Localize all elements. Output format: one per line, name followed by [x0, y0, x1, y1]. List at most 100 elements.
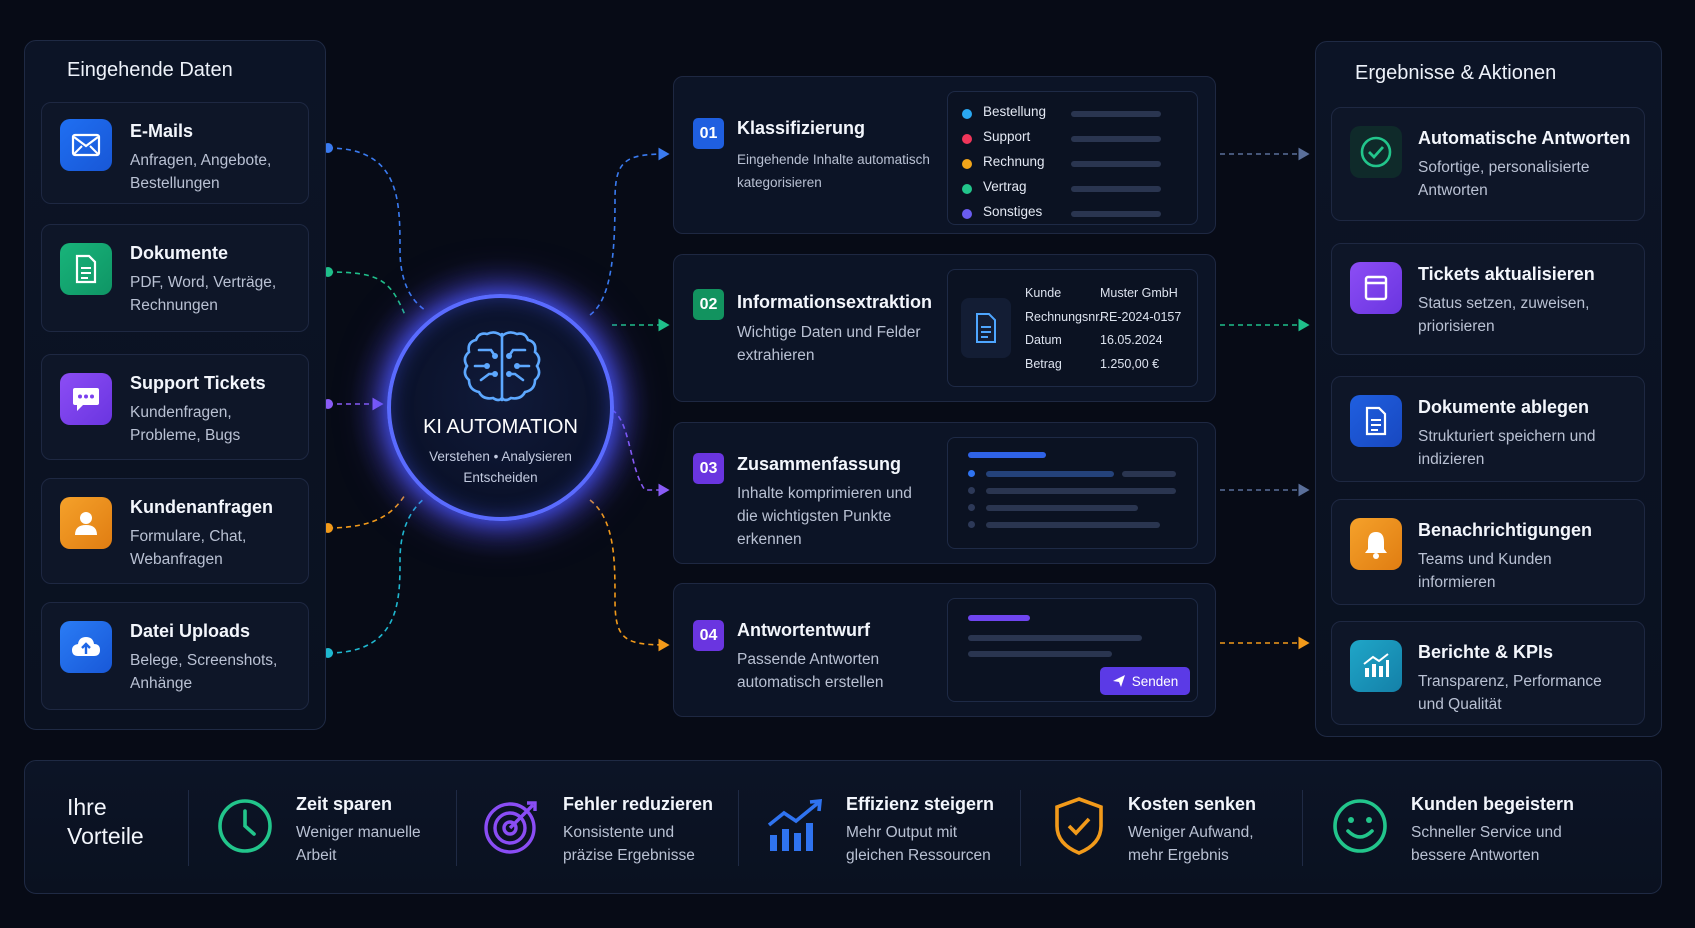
result-card-reports-kpis[interactable]: Berichte & KPIs Transparenz, Performance…: [1331, 621, 1645, 725]
step-number: 02: [693, 289, 724, 320]
brain-icon: [457, 326, 547, 406]
benefit-title: Fehler reduzieren: [563, 794, 714, 814]
benefit-title: Effizienz steigern: [846, 794, 995, 814]
step-card-summary[interactable]: 03 Zusammenfassung Inhalte komprimieren …: [673, 422, 1216, 564]
chart-icon: [1350, 640, 1402, 692]
divider: [738, 790, 739, 866]
field-value: RE-2024-0157: [1100, 310, 1182, 324]
placeholder-bar: [1071, 161, 1161, 167]
reply-preview: Senden: [947, 598, 1198, 702]
category-dot: [962, 209, 972, 219]
input-desc: Formulare, Chat,Webanfragen: [130, 528, 247, 568]
divider: [1302, 790, 1303, 866]
input-desc: Belege, Screenshots,Anhänge: [130, 652, 278, 692]
input-title: Datei Uploads: [130, 621, 251, 641]
field-key: Rechnungsnr.: [1025, 310, 1103, 324]
result-title: Automatische Antworten: [1418, 128, 1631, 148]
reply-line-bar: [968, 651, 1112, 657]
document-icon: [961, 298, 1011, 358]
placeholder-bar: [1071, 111, 1161, 117]
placeholder-bar: [1071, 186, 1161, 192]
summary-line-bar: [1122, 471, 1176, 477]
summary-heading-bar: [968, 452, 1046, 458]
step-number: 04: [693, 620, 724, 651]
step-number: 03: [693, 453, 724, 484]
input-title: Dokumente: [130, 243, 229, 263]
input-card-file-uploads[interactable]: Datei Uploads Belege, Screenshots,Anhäng…: [41, 602, 309, 710]
send-button[interactable]: Senden: [1100, 667, 1190, 695]
step-title: Klassifizierung: [737, 118, 866, 138]
summary-preview: [947, 437, 1198, 549]
check-circle-icon: [1350, 126, 1402, 178]
bell-icon: [1350, 518, 1402, 570]
step-card-extraction[interactable]: 02 Informationsextraktion Wichtige Daten…: [673, 254, 1216, 402]
field-value: 1.250,00 €: [1100, 357, 1160, 371]
benefit-desc: Weniger Aufwand,mehr Ergebnis: [1128, 824, 1254, 864]
category-dot: [962, 184, 972, 194]
step-title: Zusammenfassung: [737, 454, 902, 474]
input-card-documents[interactable]: Dokumente PDF, Word, Verträge,Rechnungen: [41, 224, 309, 332]
document-icon: [1350, 395, 1402, 447]
input-card-support-tickets[interactable]: Support Tickets Kundenfragen,Probleme, B…: [41, 354, 309, 460]
ticket-icon: [1350, 262, 1402, 314]
result-title: Berichte & KPIs: [1418, 642, 1554, 662]
mail-icon: [60, 119, 112, 171]
result-desc: Status setzen, zuweisen,priorisieren: [1418, 295, 1590, 335]
summary-line-bar: [986, 488, 1176, 494]
input-card-customer-requests[interactable]: Kundenanfragen Formulare, Chat,Webanfrag…: [41, 478, 309, 584]
summary-line-bar: [986, 471, 1114, 477]
input-card-emails[interactable]: E-Mails Anfragen, Angebote,Bestellungen: [41, 102, 309, 204]
chat-icon: [60, 373, 112, 425]
results-title: Ergebnisse & Aktionen: [1355, 62, 1557, 84]
input-desc: PDF, Word, Verträge,Rechnungen: [130, 274, 277, 314]
cloud-upload-icon: [60, 621, 112, 673]
category-label: Rechnung: [983, 154, 1045, 169]
placeholder-bar: [1071, 211, 1161, 217]
target-icon: [483, 797, 541, 860]
result-card-update-tickets[interactable]: Tickets aktualisieren Status setzen, zuw…: [1331, 243, 1645, 355]
reply-heading-bar: [968, 615, 1030, 621]
step-title: Informationsextraktion: [737, 292, 933, 312]
result-title: Tickets aktualisieren: [1418, 264, 1595, 284]
benefit-title: Kosten senken: [1128, 794, 1257, 814]
divider: [1020, 790, 1021, 866]
input-title: E-Mails: [130, 121, 194, 141]
step-card-classification[interactable]: 01 Klassifizierung Eingehende Inhalte au…: [673, 76, 1216, 234]
result-card-auto-replies[interactable]: Automatische Antworten Sofortige, person…: [1331, 107, 1645, 221]
reply-line-bar: [968, 635, 1142, 641]
send-label: Senden: [1131, 673, 1179, 689]
placeholder-bar: [1071, 136, 1161, 142]
field-key: Datum: [1025, 333, 1062, 347]
category-list: Bestellung Support Rechnung Vertrag Sons…: [947, 91, 1198, 225]
category-dot: [962, 159, 972, 169]
summary-line-bar: [986, 505, 1138, 511]
extracted-fields: Kunde Muster GmbH Rechnungsnr. RE-2024-0…: [947, 269, 1198, 387]
benefit-reduce-costs: Kosten senken Weniger Aufwand,mehr Ergeb…: [1050, 792, 1300, 868]
result-card-file-documents[interactable]: Dokumente ablegen Strukturiert speichern…: [1331, 376, 1645, 482]
incoming-data-title: Eingehende Daten: [67, 59, 233, 81]
category-dot: [962, 109, 972, 119]
category-dot: [962, 134, 972, 144]
benefit-title: Zeit sparen: [296, 794, 393, 814]
input-title: Kundenanfragen: [130, 497, 274, 517]
send-icon: [1112, 675, 1125, 687]
document-icon: [60, 243, 112, 295]
